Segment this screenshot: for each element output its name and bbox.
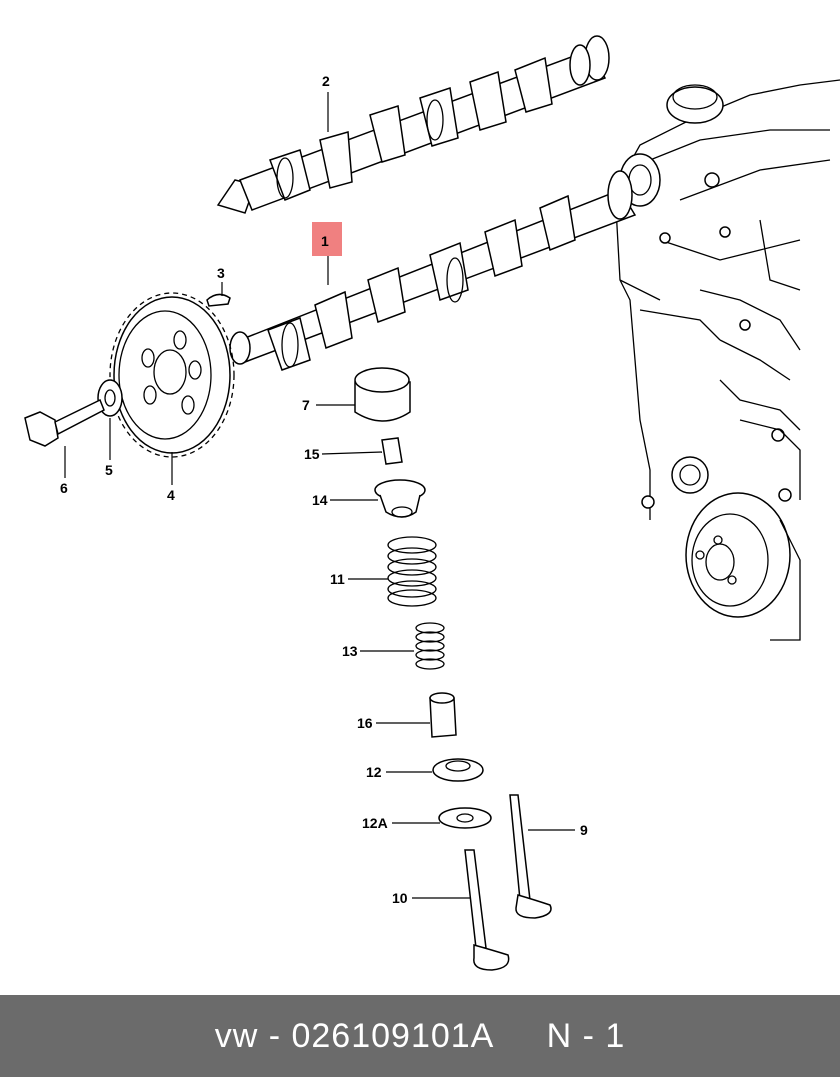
spring-cap [374, 479, 426, 518]
valve-cotter [381, 437, 403, 465]
bucket-tappet [354, 367, 411, 422]
callout-12a[interactable]: 12A [362, 815, 388, 831]
callout-4[interactable]: 4 [167, 487, 175, 503]
timing-sprocket [109, 292, 235, 458]
outer-valve-spring [387, 536, 437, 607]
leader-lines [64, 92, 575, 899]
callout-10[interactable]: 10 [392, 890, 408, 906]
callouts: 1 2 3 4 5 6 7 9 10 11 12 12A 13 14 15 16 [60, 73, 588, 906]
selected-part-highlight [312, 222, 342, 256]
callout-14[interactable]: 14 [312, 492, 328, 508]
callout-2[interactable]: 2 [322, 73, 330, 89]
callout-9[interactable]: 9 [580, 822, 588, 838]
valve-stem-seal [429, 692, 457, 738]
part-number-footer: vw - 026109101A N - 1 [0, 995, 840, 1077]
camshaft-main [229, 170, 637, 371]
intake-valve [464, 849, 510, 971]
engine-block [614, 79, 840, 641]
bolt [24, 398, 105, 447]
woodruff-key [206, 293, 231, 307]
part-number: 026109101A [291, 1016, 495, 1055]
callout-12[interactable]: 12 [366, 764, 382, 780]
spacer [494, 1017, 546, 1056]
callout-11[interactable]: 11 [330, 571, 345, 587]
camshaft-upper [216, 35, 610, 214]
spring-washer [438, 807, 492, 829]
inner-valve-spring [415, 622, 445, 670]
washer [97, 379, 123, 417]
callout-3[interactable]: 3 [217, 265, 225, 281]
callout-13[interactable]: 13 [342, 643, 358, 659]
callout-16[interactable]: 16 [357, 715, 373, 731]
exploded-parts-diagram: 1 2 3 4 5 6 7 9 10 11 12 12A 13 14 15 16 [24, 35, 840, 971]
separator: - [258, 1016, 292, 1055]
callout-5[interactable]: 5 [105, 462, 113, 478]
callout-15[interactable]: 15 [304, 446, 320, 462]
callout-7[interactable]: 7 [302, 397, 310, 413]
position-label: N - 1 [546, 1016, 626, 1055]
exhaust-valve [509, 794, 552, 919]
brand-label: vw [214, 1016, 259, 1055]
callout-6[interactable]: 6 [60, 480, 68, 496]
spring-seat [432, 758, 484, 782]
callout-1[interactable]: 1 [321, 233, 329, 249]
